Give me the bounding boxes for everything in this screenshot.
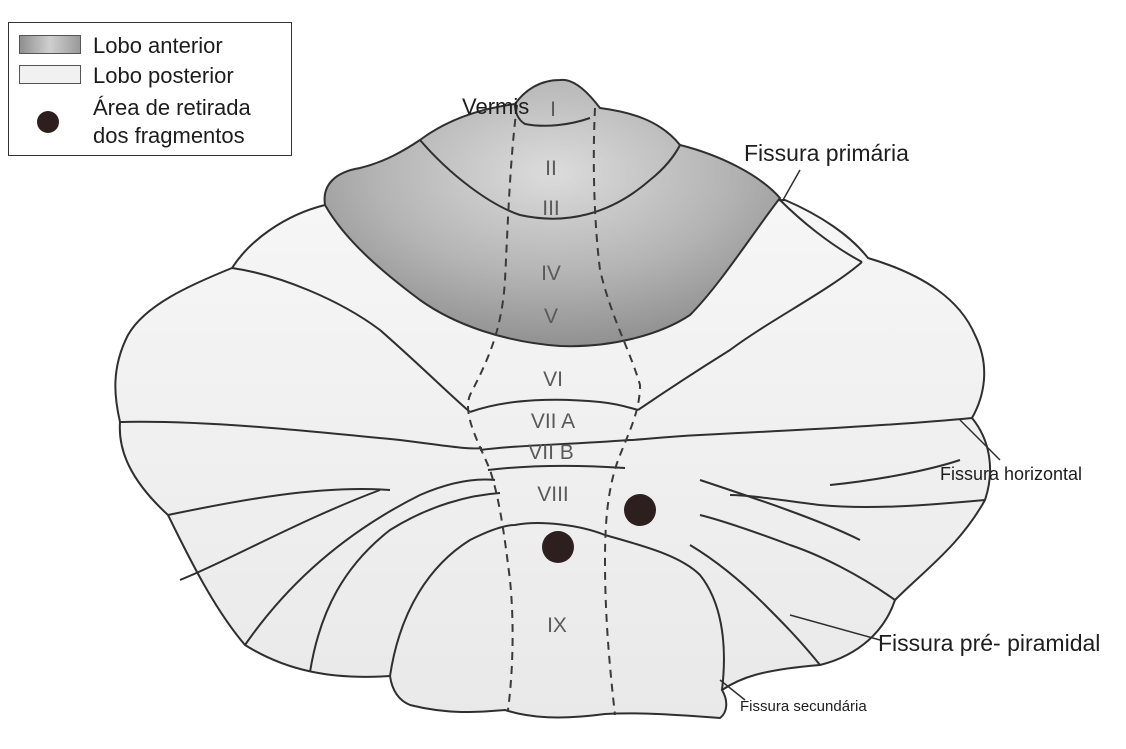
lobule-VIIB: VII B xyxy=(506,441,596,465)
lobule-III: III xyxy=(506,197,596,221)
lobule-VI: VI xyxy=(508,368,598,392)
lobule-II: II xyxy=(506,157,596,181)
fissura-pre-piramidal-label: Fissura pré- piramidal xyxy=(878,630,1100,657)
lobule-IV: IV xyxy=(506,262,596,286)
legend-anterior: Lobo anterior xyxy=(9,29,291,59)
fissura-horizontal-label: Fissura horizontal xyxy=(940,464,1082,485)
legend-marker-dot xyxy=(37,111,59,133)
fissura-secundaria-label: Fissura secundária xyxy=(740,698,867,715)
legend-area-label-1: Área de retirada xyxy=(93,97,251,119)
lobule-VIIA: VII A xyxy=(508,410,598,434)
lobule-IX: IX xyxy=(512,614,602,638)
legend-posterior-label: Lobo posterior xyxy=(93,65,234,87)
legend: Lobo anterior Lobo posterior Área de ret… xyxy=(8,22,292,156)
sampling-marker xyxy=(624,494,656,526)
fissura-primaria-label: Fissura primária xyxy=(744,140,909,167)
lobule-VIII: VIII xyxy=(508,483,598,507)
legend-anterior-label: Lobo anterior xyxy=(93,35,223,57)
legend-area-label-2: dos fragmentos xyxy=(93,125,245,147)
lobule-I: I xyxy=(508,98,598,122)
sampling-marker xyxy=(542,531,574,563)
anterior-swatch xyxy=(19,35,81,54)
posterior-swatch xyxy=(19,65,81,84)
lobule-V: V xyxy=(506,305,596,329)
legend-posterior: Lobo posterior xyxy=(9,59,291,89)
